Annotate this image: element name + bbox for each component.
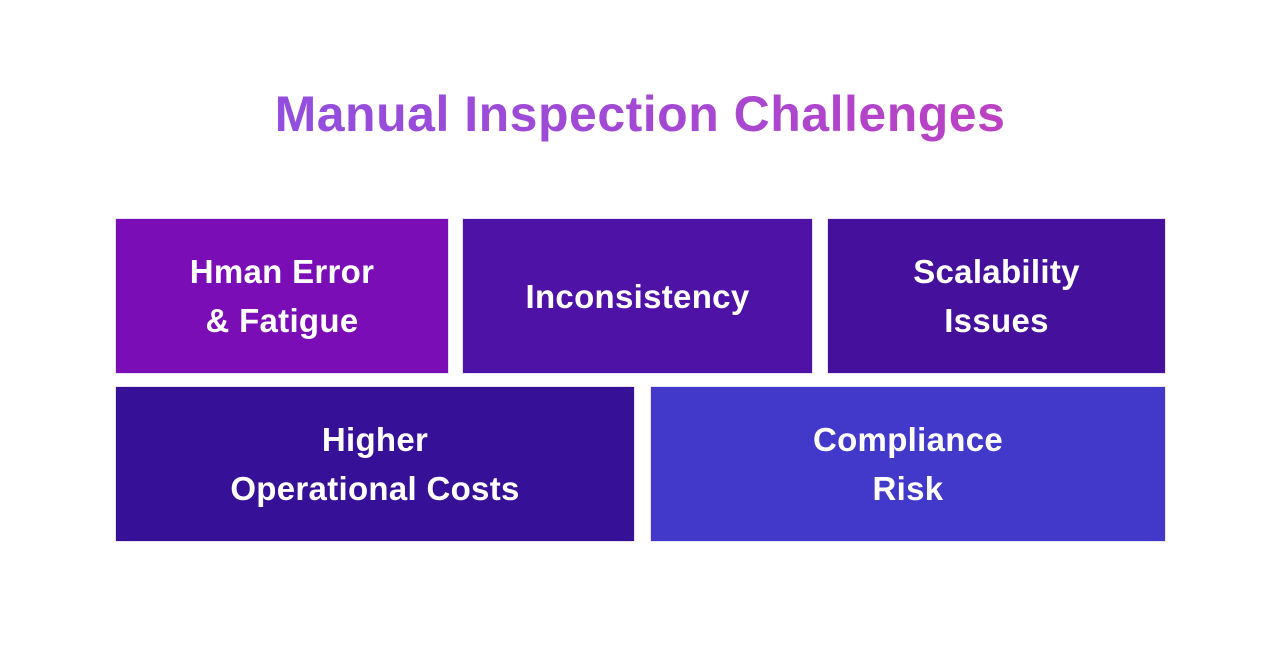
card-label: & Fatigue bbox=[205, 302, 359, 339]
card-higher-operational-costs: Higher Operational Costs bbox=[115, 386, 635, 542]
card-compliance-risk: Compliance Risk bbox=[650, 386, 1166, 542]
page-title: Manual Inspection Challenges bbox=[0, 82, 1280, 146]
card-label: Issues bbox=[944, 302, 1049, 339]
card-label: Operational Costs bbox=[230, 470, 520, 507]
card-label: Inconsistency bbox=[525, 277, 750, 315]
card-human-error-fatigue: Hman Error & Fatigue bbox=[115, 218, 449, 374]
card-label: Risk bbox=[872, 470, 944, 507]
card-label: Scalability bbox=[913, 253, 1080, 290]
card-label: Compliance bbox=[812, 421, 1004, 458]
card-label: Higher bbox=[321, 421, 429, 458]
card-scalability-issues: Scalability Issues bbox=[827, 218, 1166, 374]
card-inconsistency: Inconsistency bbox=[462, 218, 813, 374]
card-label: Hman Error bbox=[189, 253, 375, 290]
